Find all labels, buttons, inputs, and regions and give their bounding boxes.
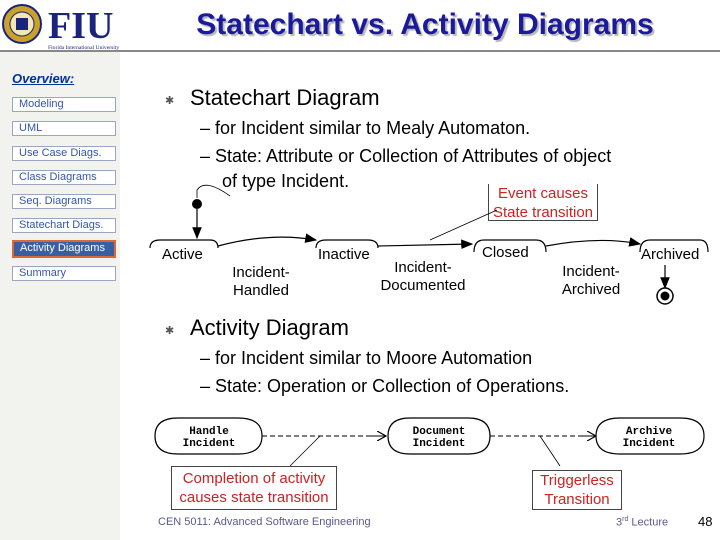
- statechart-bullet-1: – for Incident similar to Mealy Automato…: [200, 118, 531, 138]
- event-causes-note: Event causes State transition: [488, 184, 598, 221]
- triggerless-note-line-1: Triggerless: [540, 472, 614, 489]
- transition-archived-line-2: Archived: [561, 281, 621, 298]
- final-state: [656, 287, 674, 305]
- activity-archive-line-1: Archive: [625, 426, 673, 438]
- transition-incident-documented: Incident- Documented: [376, 259, 470, 295]
- statechart-bullet-3: of type Incident.: [222, 171, 350, 191]
- triggerless-note-line-2: Transition: [544, 491, 610, 508]
- footer-lecture-word: Lecture: [628, 516, 669, 529]
- activity-archive-line-2: Incident: [622, 438, 676, 450]
- event-note-line-1: Event causes: [497, 185, 589, 202]
- transition-archived-line-1: Incident-: [562, 263, 620, 280]
- triggerless-note: Triggerless Transition: [532, 470, 622, 510]
- sidebar-item-activity[interactable]: Activity Diagrams: [12, 240, 116, 258]
- sidebar-item-use-case[interactable]: Use Case Diags.: [12, 146, 116, 161]
- completion-note: Completion of activity causes state tran…: [171, 466, 337, 510]
- activity-handle-line-1: Handle: [189, 426, 229, 438]
- sidebar-item-sequence[interactable]: Seq. Diagrams: [12, 194, 116, 209]
- transition-handled-line-2: Handled: [233, 282, 289, 299]
- transition-documented-line-2: Documented: [380, 277, 466, 294]
- transition-handled-line-1: Incident-: [232, 264, 290, 281]
- activity-bullet-1: – for Incident similar to Moore Automati…: [200, 348, 533, 368]
- completion-note-line-2: causes state transition: [179, 489, 329, 506]
- activity-label-handle: Handle Incident: [160, 426, 258, 450]
- footer-lecture-number: 3: [616, 516, 623, 529]
- state-closed: Closed: [482, 244, 529, 261]
- event-note-line-2: State transition: [492, 204, 594, 221]
- bullet-icon: ✱: [165, 95, 175, 107]
- sidebar-heading: Overview:: [12, 71, 75, 86]
- state-archived: Archived: [641, 246, 700, 263]
- header-divider: [0, 50, 720, 52]
- state-inactive: Inactive: [318, 246, 370, 263]
- completion-note-line-1: Completion of activity: [182, 470, 326, 487]
- transition-documented-line-1: Incident-: [394, 259, 452, 276]
- statechart-heading: Statechart Diagram: [190, 85, 380, 110]
- activity-label-archive: Archive Incident: [600, 426, 698, 450]
- activity-label-document: Document Incident: [390, 426, 488, 450]
- activity-bullet-2: – State: Operation or Collection of Oper…: [200, 376, 570, 396]
- sidebar: Overview: Modeling UML Use Case Diags. C…: [0, 52, 120, 540]
- transition-incident-handled: Incident- Handled: [229, 264, 293, 300]
- page-number: 48: [698, 514, 713, 529]
- activity-document-line-1: Document: [412, 426, 466, 438]
- fiu-logo: FIU Florida International University: [0, 0, 128, 56]
- logo-text: FIU: [48, 5, 113, 47]
- state-active: Active: [162, 246, 203, 263]
- activity-handle-line-2: Incident: [182, 438, 236, 450]
- transition-incident-archived: Incident- Archived: [558, 263, 624, 299]
- activity-heading: Activity Diagram: [190, 315, 349, 340]
- sidebar-item-uml[interactable]: UML: [12, 121, 116, 136]
- sidebar-item-modeling[interactable]: Modeling: [12, 97, 116, 112]
- initial-state: [192, 199, 202, 209]
- footer-course: CEN 5011: Advanced Software Engineering: [158, 516, 371, 528]
- footer-lecture: 3rd Lecture: [616, 516, 668, 529]
- sidebar-item-class[interactable]: Class Diagrams: [12, 170, 116, 185]
- activity-document-line-2: Incident: [412, 438, 466, 450]
- bullet-icon: ✱: [165, 325, 175, 337]
- footer-lecture-suffix: rd: [622, 516, 629, 523]
- sidebar-item-statechart[interactable]: Statechart Diags.: [12, 218, 116, 233]
- statechart-bullet-2: – State: Attribute or Collection of Attr…: [200, 146, 612, 166]
- sidebar-item-summary[interactable]: Summary: [12, 266, 116, 281]
- logo-subtitle: Florida International University: [48, 45, 119, 51]
- slide-title: Statechart vs. Activity Diagrams: [196, 8, 654, 41]
